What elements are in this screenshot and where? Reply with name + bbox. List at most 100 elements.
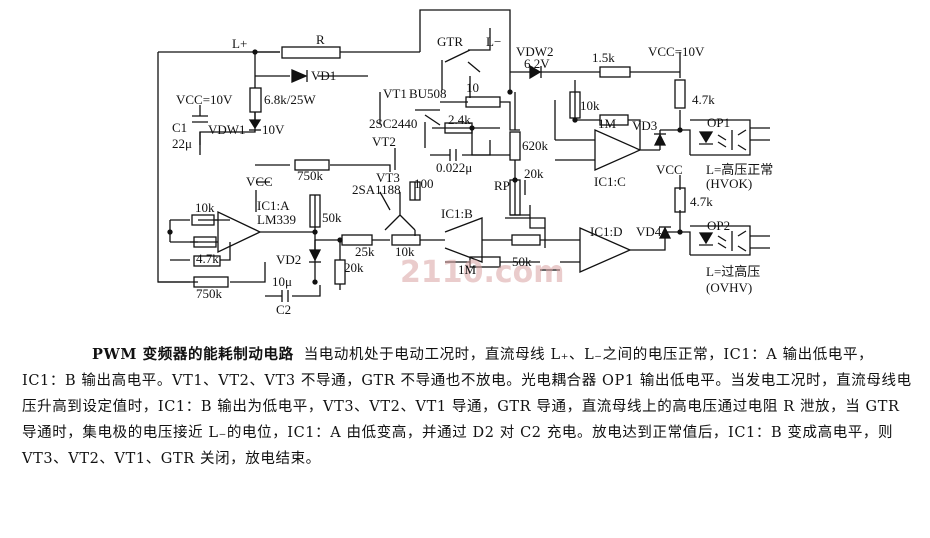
label-10v: 10V <box>262 122 285 137</box>
label-vt3: VT3 <box>376 170 400 185</box>
label-l-minus: L− <box>486 34 501 49</box>
label-20k-rp: 20k <box>524 166 544 181</box>
label-vdw1: VDW1 <box>208 122 246 137</box>
label-4-7k-top: 4.7k <box>692 92 715 107</box>
label-vd2: VD2 <box>276 252 301 267</box>
label-vcc-left: VCC <box>246 174 273 189</box>
resistor-20k-b <box>334 259 346 285</box>
wiring <box>157 9 770 297</box>
diode-vd3 <box>653 133 667 146</box>
cap-0-022 <box>449 149 457 161</box>
label-10k-left: 10k <box>195 200 215 215</box>
label-750k-top: 750k <box>297 168 324 183</box>
label-10: 10 <box>466 80 479 95</box>
label-vdw2: VDW2 <box>516 44 554 59</box>
label-20k-b: 20k <box>344 260 364 275</box>
label-50k-a: 50k <box>322 210 342 225</box>
component-labels: L+ R GTR L− VDW2 6.2V 1.5k VCC=10V VD1 6… <box>172 32 773 317</box>
label-gtr: GTR <box>437 34 463 49</box>
label-1m-top: 1M <box>598 116 617 131</box>
label-ic1a: IC1:A <box>257 198 290 213</box>
label-op2: OP2 <box>707 218 730 233</box>
resistor-4-7k-top <box>674 79 686 109</box>
label-c2-val: 10μ <box>272 274 292 289</box>
label-10k-b: 10k <box>395 244 415 259</box>
resistor-1m-top <box>599 114 629 126</box>
label-4-7k-left: 4.7k <box>196 251 219 266</box>
resistor-4-7k-left <box>193 236 217 248</box>
resistor-1-5k <box>599 66 631 78</box>
label-10k-a: 10k <box>580 98 600 113</box>
diode-vd4 <box>658 226 672 239</box>
label-c1: C1 <box>172 120 187 135</box>
label-c1-val: 22μ <box>172 136 192 151</box>
label-vcc-10v-left: VCC=10V <box>176 92 233 107</box>
label-vd3: VD3 <box>632 118 657 133</box>
junction-dots <box>167 49 683 285</box>
label-op1: OP1 <box>707 115 730 130</box>
label-op2-text: L=过高压 <box>706 264 760 279</box>
label-vd4: VD4 <box>636 224 662 239</box>
diode-vdw2 <box>529 64 542 80</box>
label-ovhv: (OVHV) <box>706 280 752 295</box>
label-l-plus: L+ <box>232 36 247 51</box>
label-4-7k-mid: 4.7k <box>690 194 713 209</box>
resistor-10k-left <box>191 214 215 226</box>
label-op1-text: L=高压正常 <box>706 162 773 177</box>
cap-c2 <box>281 290 289 302</box>
diode-vd1 <box>291 69 308 83</box>
label-6-8k: 6.8k/25W <box>264 92 316 107</box>
label-2sa1188: 2SA1188 <box>352 182 401 197</box>
resistor-100 <box>409 181 421 201</box>
label-vt2: VT2 <box>372 134 396 149</box>
label-750k-bot: 750k <box>196 286 223 301</box>
diode-vd2 <box>308 249 322 262</box>
label-6-2v: 6.2V <box>524 56 550 71</box>
label-1-5k: 1.5k <box>592 50 615 65</box>
optocoupler-symbols <box>698 129 747 252</box>
label-c2: C2 <box>276 302 291 317</box>
caption-paragraph: PWM 变频器的能耗制动电路当电动机处于电动工况时，直流母线 L₊、L₋之间的电… <box>22 342 912 472</box>
resistor-r <box>281 46 341 59</box>
resistor-symbols <box>191 46 686 288</box>
label-25k: 25k <box>355 244 375 259</box>
label-bu508: BU508 <box>409 86 447 101</box>
watermark: 2110.com <box>400 255 565 290</box>
label-lm339: LM339 <box>257 212 296 227</box>
label-ic1c: IC1:C <box>594 174 626 189</box>
label-2-4k: 2.4k <box>448 112 471 127</box>
label-0-022: 0.022μ <box>436 160 472 175</box>
label-2sc2440: 2SC2440 <box>369 116 417 131</box>
diode-vdw1 <box>248 119 262 130</box>
caption-title: PWM 变频器的能耗制动电路 <box>92 346 294 363</box>
label-rp: RP <box>494 178 510 193</box>
cap-c1 <box>192 115 208 123</box>
resistor-10k-b <box>391 234 421 246</box>
resistor-750k-top <box>294 159 330 171</box>
resistor-4-7k-mid <box>674 187 686 213</box>
label-ic1b: IC1:B <box>441 206 473 221</box>
label-hvok: (HVOK) <box>706 176 752 191</box>
circuit-diagram: 2110.com L+ R GTR L− VDW2 6.2V 1.5k VCC=… <box>157 9 773 317</box>
resistor-620k <box>509 131 521 161</box>
resistor-1m-b <box>469 256 501 268</box>
caption-body: 当电动机处于电动工况时，直流母线 L₊、L₋之间的电压正常，IC1：A 输出低电… <box>22 347 912 467</box>
resistor-50k-b <box>511 234 541 246</box>
label-50k-b: 50k <box>512 254 532 269</box>
label-vcc-mid: VCC <box>656 162 683 177</box>
capacitor-symbols <box>192 115 457 302</box>
resistor-10 <box>465 96 501 108</box>
diode-symbols <box>248 64 672 263</box>
label-1m-b: 1M <box>458 262 477 277</box>
resistor-6-8k <box>249 87 262 113</box>
label-vcc-10v-top: VCC=10V <box>648 44 705 59</box>
label-vd1: VD1 <box>311 68 336 83</box>
resistor-4-7k-b <box>193 255 221 267</box>
label-vt1: VT1 <box>383 86 407 101</box>
resistor-750k-bot <box>193 276 229 288</box>
resistor-50k-a <box>309 194 321 228</box>
label-ic1d: IC1:D <box>590 224 623 239</box>
label-620k: 620k <box>522 138 549 153</box>
caption: PWM 变频器的能耗制动电路当电动机处于电动工况时，直流母线 L₊、L₋之间的电… <box>22 342 912 472</box>
